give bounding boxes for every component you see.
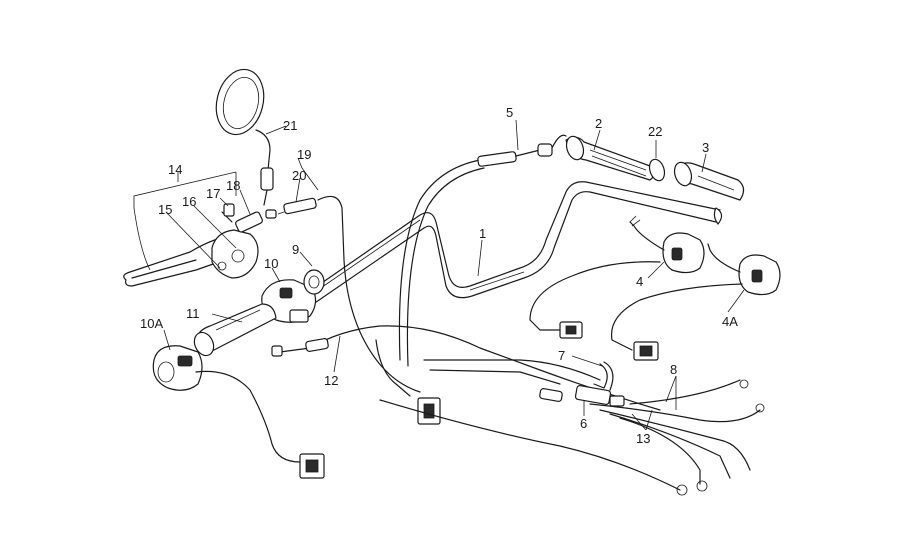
callout-12: 12 <box>324 373 338 388</box>
clutch-lever <box>123 203 263 287</box>
left-grip <box>673 161 745 201</box>
spring-part-9 <box>303 269 325 295</box>
lower-cables <box>379 359 765 496</box>
callout-1: 1 <box>479 226 486 241</box>
callout-17: 17 <box>206 186 220 201</box>
callout-14: 14 <box>168 162 182 177</box>
switch-4 <box>529 215 705 339</box>
callout-18: 18 <box>226 178 240 193</box>
clutch-cable <box>317 195 421 393</box>
callout-22: 22 <box>648 124 662 139</box>
throttle-grip <box>565 135 655 181</box>
switch-4a <box>610 243 781 361</box>
cable-12-end <box>271 338 329 357</box>
callout-19: 19 <box>297 147 311 162</box>
throttle-cables <box>398 134 567 367</box>
callout-2: 2 <box>595 116 602 131</box>
callout-16: 16 <box>182 194 196 209</box>
callout-4: 4 <box>636 274 643 289</box>
callout-10a: 10A <box>140 316 163 331</box>
callout-20: 20 <box>292 168 306 183</box>
junction-6 <box>539 385 625 407</box>
leader-lines <box>133 119 745 431</box>
switch-10a <box>152 345 325 479</box>
callout-7: 7 <box>558 348 565 363</box>
mirror <box>215 68 274 206</box>
callout-15: 15 <box>158 202 172 217</box>
callout-21: 21 <box>283 118 297 133</box>
callout-11: 11 <box>186 306 200 321</box>
callout-6: 6 <box>580 416 587 431</box>
callout-4a: 4A <box>722 314 738 329</box>
cable-clip-7 <box>593 361 614 391</box>
callout-9: 9 <box>292 242 299 257</box>
callout-8: 8 <box>670 362 677 377</box>
callout-5: 5 <box>506 105 513 120</box>
cable-adjuster <box>265 197 317 219</box>
right-grip <box>193 303 277 357</box>
ring <box>648 158 666 182</box>
handlebar <box>299 181 723 310</box>
callout-13: 13 <box>636 431 650 446</box>
callout-10: 10 <box>264 256 278 271</box>
callout-3: 3 <box>702 140 709 155</box>
